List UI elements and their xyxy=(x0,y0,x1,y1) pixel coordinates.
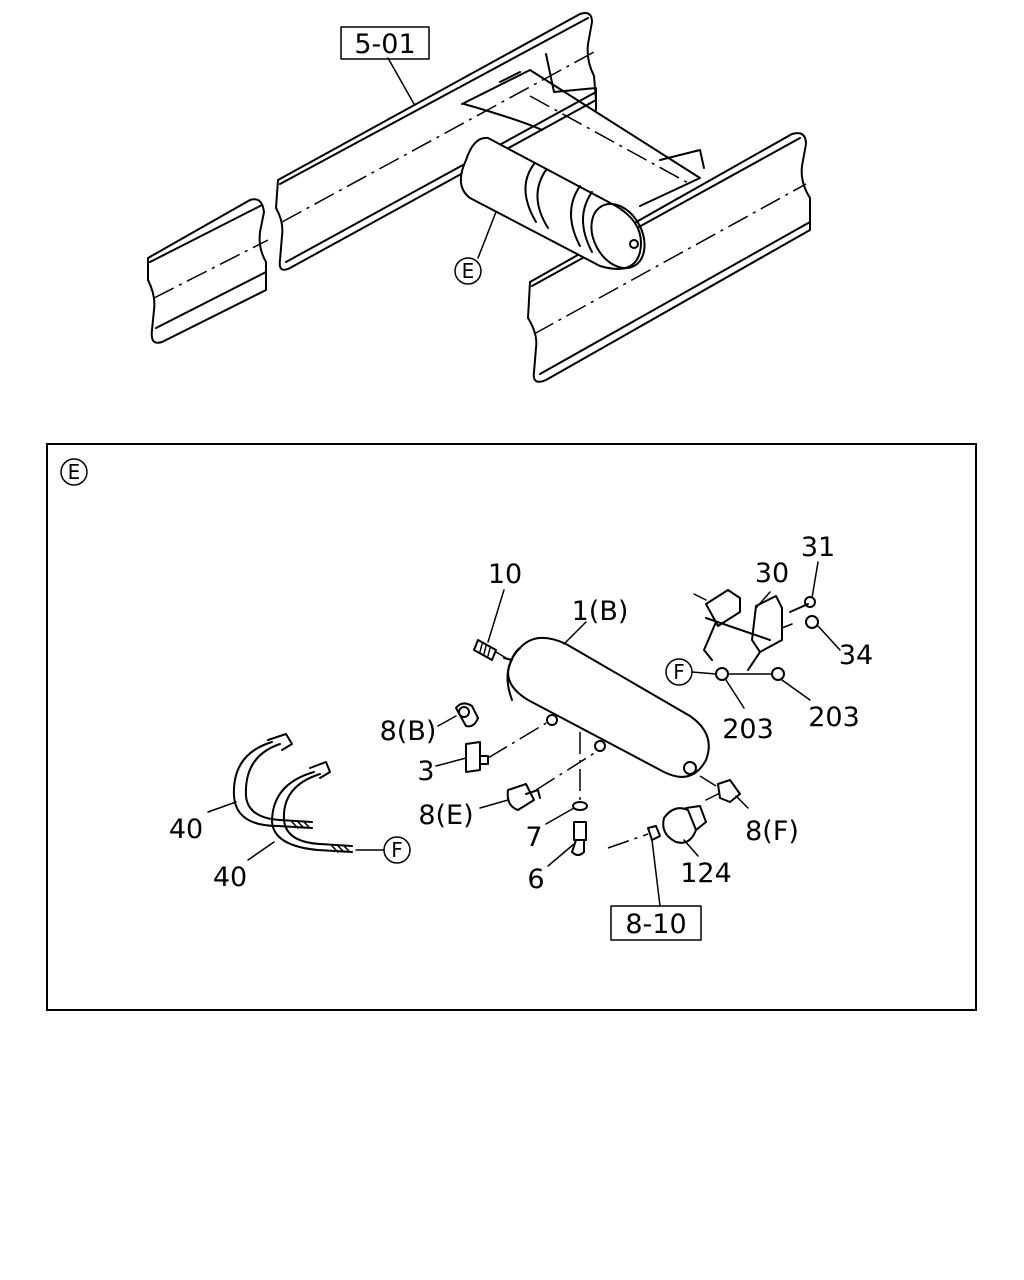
nut-203-a xyxy=(715,667,729,681)
overview-ref-box: 5-01 xyxy=(340,26,430,60)
callout-nut: 34 xyxy=(839,640,873,671)
callout-washer: 7 xyxy=(525,822,542,853)
callout-elbow-b: 8(B) xyxy=(380,716,437,747)
callout-connector-f: 8(F) xyxy=(745,816,799,847)
overview-marker-text: E xyxy=(462,259,475,283)
drain-plug xyxy=(473,639,507,661)
ref-f-marker-bracket: F xyxy=(665,658,693,686)
callout-bracket: 30 xyxy=(755,558,789,589)
air-tank xyxy=(503,637,710,778)
air-tank-overview xyxy=(459,136,646,270)
detail-ref-text: 8-10 xyxy=(625,909,686,940)
callout-drain-plug: 10 xyxy=(488,559,522,590)
drain-valve xyxy=(571,821,587,856)
callout-leaders xyxy=(207,561,841,907)
callout-switch: 124 xyxy=(680,858,732,889)
callout-tee: 3 xyxy=(417,756,434,787)
nut xyxy=(805,615,819,629)
detail-frame xyxy=(46,443,977,1011)
chassis-rail-right xyxy=(527,132,811,383)
marker-e-leader xyxy=(477,211,497,259)
overview-detail-marker: E xyxy=(454,257,482,285)
tee-fitting xyxy=(465,741,489,773)
washer xyxy=(572,801,588,811)
overview-ref-text: 5-01 xyxy=(354,29,415,60)
nut-203-b xyxy=(771,667,785,681)
ref-f-marker-band: F xyxy=(383,836,411,864)
elbow-fitting-b xyxy=(455,702,479,728)
callout-band-a: 40 xyxy=(169,814,203,845)
callout-band-b: 40 xyxy=(213,862,247,893)
callout-nut-203-b: 203 xyxy=(808,702,860,733)
detail-ref-box: 8-10 xyxy=(610,905,702,941)
callout-drain-valve: 6 xyxy=(527,864,544,895)
detail-frame-marker: E xyxy=(60,458,88,486)
pressure-switch xyxy=(647,805,707,844)
assembly-lines xyxy=(487,721,717,849)
connector-f xyxy=(705,779,741,803)
tank-band-b xyxy=(271,761,353,853)
bolt xyxy=(789,596,816,613)
detail-marker-text: E xyxy=(68,460,81,484)
elbow-fitting-e xyxy=(506,783,541,811)
cross-member xyxy=(461,53,705,207)
chassis-rail-left xyxy=(147,198,269,344)
tank-band-a xyxy=(232,733,313,829)
overview-illustration xyxy=(147,12,811,383)
ref-f-band-text: F xyxy=(391,838,403,862)
callout-elbow-e: 8(E) xyxy=(418,800,473,831)
callout-bolt: 31 xyxy=(801,532,835,563)
ref-f-bracket-text: F xyxy=(673,660,685,684)
bracket-assembly xyxy=(693,589,793,671)
callout-nut-203-a: 203 xyxy=(722,714,774,745)
callout-tank: 1(B) xyxy=(572,596,629,627)
ref-5-01-leader xyxy=(387,57,415,105)
